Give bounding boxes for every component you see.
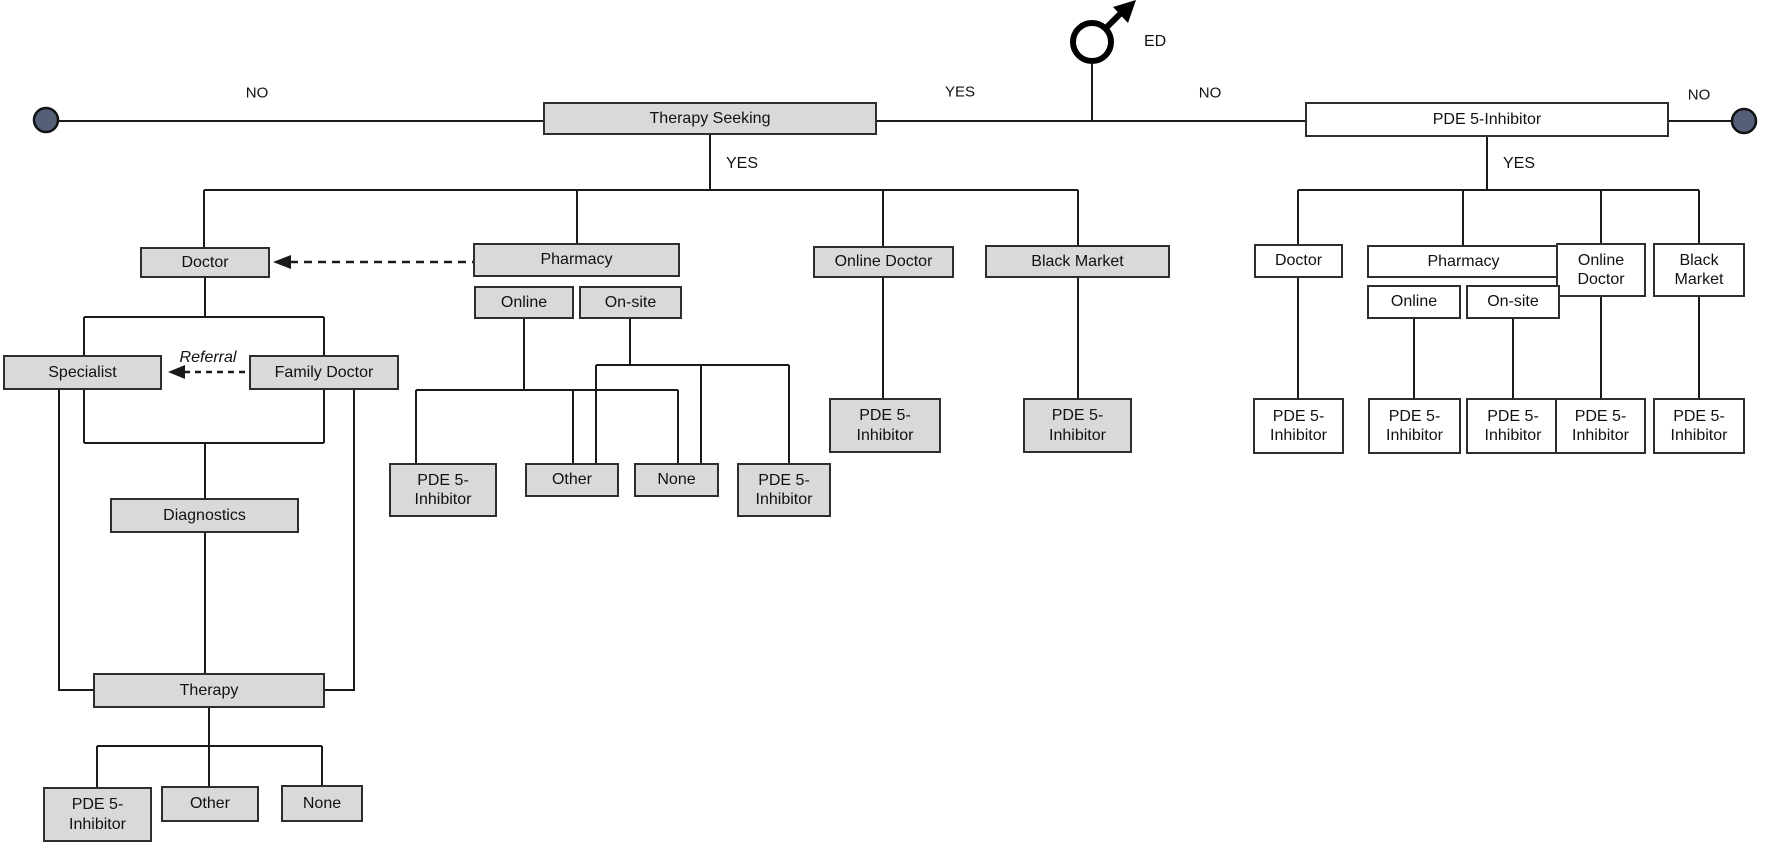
node-right-pharmacy: Pharmacy	[1367, 245, 1560, 278]
node-diagnostics: Diagnostics	[110, 498, 299, 533]
node-right-doctor: Doctor	[1254, 244, 1343, 278]
node-doctor: Doctor	[140, 247, 270, 278]
node-right-online-pde5-inhibitor: PDE 5- Inhibitor	[1368, 398, 1461, 454]
edge-label-no-right: NO	[1687, 86, 1711, 104]
edge-label-yes-therapy-seeking: YES	[726, 155, 759, 172]
node-specialist: Specialist	[3, 355, 162, 390]
terminal-node-left	[32, 106, 60, 134]
node-right-doctor-pde5-inhibitor: PDE 5- Inhibitor	[1253, 398, 1344, 454]
node-therapy: Therapy	[93, 673, 325, 708]
node-pharmacy-onsite: On-site	[579, 286, 682, 319]
node-family-doctor: Family Doctor	[249, 355, 399, 390]
node-right-online-doctor: Online Doctor	[1556, 243, 1646, 297]
node-right-black-market-pde5-inhibitor: PDE 5- Inhibitor	[1653, 398, 1745, 454]
node-right-online-doctor-pde5-inhibitor: PDE 5- Inhibitor	[1555, 398, 1646, 454]
referral-arrow	[168, 365, 245, 379]
node-pharmacy-onsite-pde5-inhibitor: PDE 5- Inhibitor	[737, 463, 831, 517]
edge-label-no-left: NO	[245, 84, 269, 102]
node-online-doctor: Online Doctor	[813, 246, 954, 278]
node-pharmacy-online: Online	[474, 286, 574, 319]
edge-label-yes-pde5: YES	[1503, 155, 1536, 172]
node-therapy-none: None	[281, 785, 363, 822]
node-pharmacy: Pharmacy	[473, 243, 680, 277]
ed-label: ED	[1144, 33, 1167, 50]
edge-label-referral: Referral	[179, 349, 237, 366]
edge-label-no-mid: NO	[1198, 84, 1222, 102]
node-online-doctor-pde5-inhibitor: PDE 5- Inhibitor	[829, 398, 941, 453]
node-black-market-pde5-inhibitor: PDE 5- Inhibitor	[1023, 398, 1132, 453]
node-right-pharmacy-onsite: On-site	[1466, 285, 1560, 319]
node-therapy-pde5-inhibitor: PDE 5- Inhibitor	[43, 787, 152, 842]
node-therapy-seeking: Therapy Seeking	[543, 102, 877, 135]
node-pharmacy-none: None	[634, 463, 719, 497]
node-right-pharmacy-online: Online	[1367, 285, 1461, 319]
node-pde5-inhibitor-root: PDE 5-Inhibitor	[1305, 102, 1669, 137]
edge-label-yes-spine: YES	[944, 83, 976, 101]
node-black-market: Black Market	[985, 245, 1170, 278]
male-symbol-icon	[1070, 0, 1136, 64]
node-therapy-other: Other	[161, 786, 259, 822]
node-right-black-market: Black Market	[1653, 243, 1745, 297]
terminal-node-right	[1730, 107, 1758, 135]
pharmacy-to-doctor-arrow	[273, 255, 473, 269]
node-right-onsite-pde5-inhibitor: PDE 5- Inhibitor	[1466, 398, 1560, 454]
node-pharmacy-other: Other	[525, 463, 619, 497]
node-pharmacy-online-pde5-inhibitor: PDE 5- Inhibitor	[389, 463, 497, 517]
